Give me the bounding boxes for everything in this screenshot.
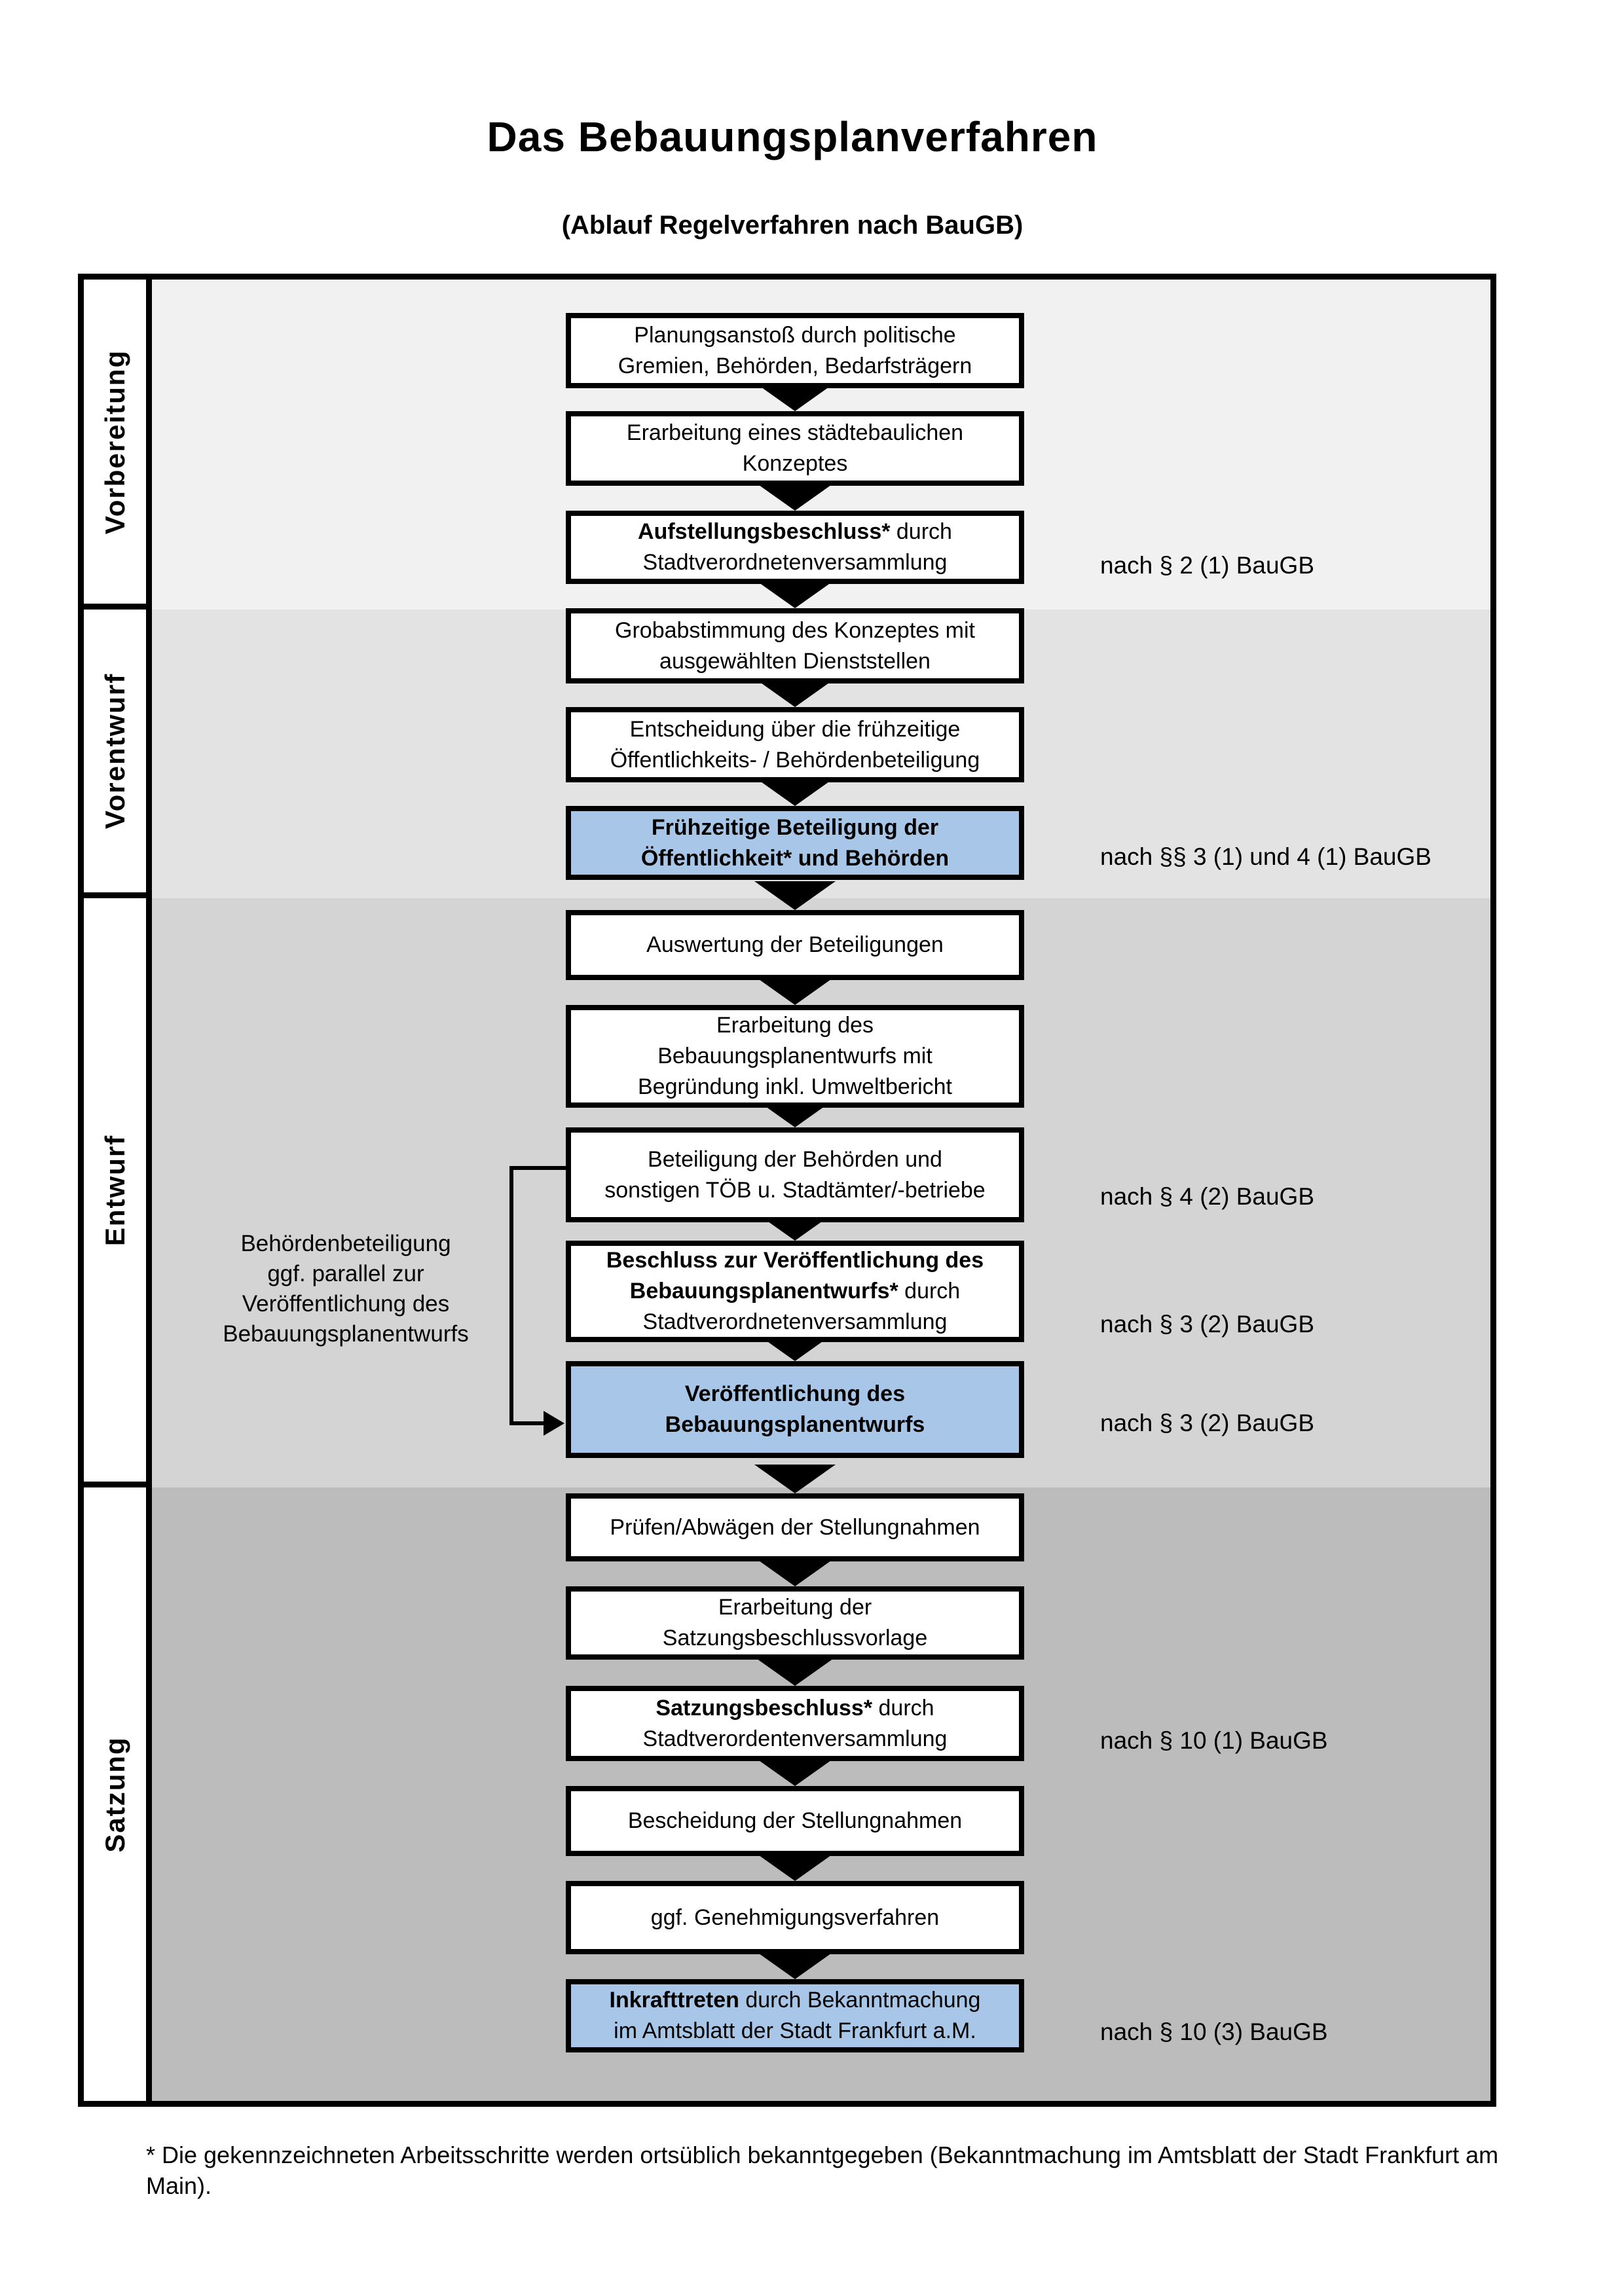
flowchart-frame: Vorbereitung Vorentwurf Entwurf Satzung … bbox=[78, 274, 1496, 2107]
flow-arrow-down-icon bbox=[754, 482, 836, 511]
annotation-paragraph-10-3: nach § 10 (3) BauGB bbox=[1100, 2018, 1328, 2045]
step-box-inkrafttreten: Inkrafttreten durch Bekanntmachung im Am… bbox=[566, 1979, 1024, 2052]
step-box-satzungsbeschluss: Satzungsbeschluss* durch Stadtverordente… bbox=[566, 1686, 1024, 1761]
connector-line-bottom bbox=[509, 1421, 546, 1425]
side-note-line: ggf. parallel zur bbox=[267, 1261, 424, 1286]
step-text: Grobabstimmung des Konzeptes mit bbox=[615, 617, 975, 643]
flow-arrow-down-icon bbox=[754, 881, 836, 910]
step-text: Beteiligung der Behörden und bbox=[648, 1146, 942, 1172]
phase-label-vorentwurf: Vorentwurf bbox=[99, 672, 130, 829]
page-subtitle: (Ablauf Regelverfahren nach BauGB) bbox=[561, 211, 1024, 240]
annotation-paragraph-2-1: nach § 2 (1) BauGB bbox=[1100, 552, 1315, 579]
annotation-paragraph-10-1: nach § 10 (1) BauGB bbox=[1100, 1727, 1328, 1754]
step-text: Stadtverordnetenversammlung bbox=[642, 1309, 948, 1334]
step-box-aufstellungsbeschluss: Aufstellungsbeschluss* durch Stadtverord… bbox=[566, 511, 1024, 584]
step-text: Bebauungsplanentwurfs mit bbox=[657, 1044, 932, 1068]
phase-label-column: Vorbereitung Vorentwurf Entwurf Satzung bbox=[84, 280, 152, 2101]
flow-arrow-down-icon bbox=[754, 579, 836, 608]
step-text: Erarbeitung der bbox=[718, 1595, 872, 1620]
side-note-line: Bebauungsplanentwurfs bbox=[223, 1321, 469, 1347]
phase-label-cell-satzung: Satzung bbox=[84, 1487, 146, 2101]
step-box-satzungsbeschlussvorlage: Erarbeitung der Satzungsbeschlussvorlage bbox=[566, 1586, 1024, 1660]
step-box-entscheidung-beteiligung: Entscheidung über die frühzeitige Öffent… bbox=[566, 707, 1024, 782]
step-text: im Amtsblatt der Stadt Frankfurt a.M. bbox=[614, 2018, 976, 2043]
step-text-bold: Aufstellungsbeschluss* bbox=[638, 519, 891, 544]
footnote: * Die gekennzeichneten Arbeitsschritte w… bbox=[146, 2141, 1499, 2199]
step-text: durch bbox=[872, 1695, 934, 1721]
step-text-bold: Inkrafttreten bbox=[609, 1988, 739, 2013]
connector-arrowhead-icon bbox=[544, 1411, 564, 1436]
step-text: Stadtverordnetenversammlung bbox=[642, 550, 948, 575]
step-text: Erarbeitung eines städtebaulichen bbox=[626, 420, 964, 445]
phase-label-cell-vorentwurf: Vorentwurf bbox=[84, 610, 146, 898]
phase-label-satzung: Satzung bbox=[99, 1736, 130, 1853]
step-text: ausgewählten Dienststellen bbox=[659, 648, 931, 674]
phase-label-entwurf: Entwurf bbox=[99, 1134, 130, 1246]
step-box-pruefen-abwaegen: Prüfen/Abwägen der Stellungnahmen bbox=[566, 1493, 1024, 1561]
step-text: Entscheidung über die frühzeitige bbox=[629, 716, 961, 742]
flow-arrow-down-icon bbox=[754, 1465, 836, 1493]
step-text: Planungsanstoß durch politische bbox=[634, 322, 956, 348]
annotation-paragraph-3-4-1: nach §§ 3 (1) und 4 (1) BauGB bbox=[1100, 843, 1431, 870]
step-box-auswertung: Auswertung der Beteiligungen bbox=[566, 910, 1024, 980]
phase-label-vorbereitung: Vorbereitung bbox=[99, 349, 130, 534]
step-text: Konzeptes bbox=[742, 451, 848, 476]
step-text-bold: Bebauungsplanentwurfs bbox=[665, 1412, 925, 1437]
phase-label-cell-entwurf: Entwurf bbox=[84, 898, 146, 1487]
step-text: Erarbeitung des bbox=[716, 1013, 874, 1038]
step-text: sonstigen TÖB u. Stadtämter/-betriebe bbox=[604, 1177, 986, 1203]
step-box-grobabstimmung: Grobabstimmung des Konzeptes mit ausgewä… bbox=[566, 608, 1024, 683]
step-box-veroeffentlichung-entwurf: Veröffentlichung des Bebauungsplanentwur… bbox=[566, 1361, 1024, 1458]
annotation-paragraph-3-2-b: nach § 3 (2) BauGB bbox=[1100, 1410, 1315, 1436]
flow-arrow-down-icon bbox=[754, 1657, 836, 1686]
step-text-bold: Satzungsbeschluss* bbox=[655, 1695, 873, 1721]
step-box-genehmigungsverfahren: ggf. Genehmigungsverfahren bbox=[566, 1881, 1024, 1954]
connector-line-vertical bbox=[509, 1166, 513, 1425]
flow-arrow-down-icon bbox=[754, 1950, 836, 1979]
step-text-bold: Veröffentlichung des bbox=[684, 1381, 906, 1406]
flow-arrow-down-icon bbox=[754, 1558, 836, 1586]
annotation-paragraph-4-2: nach § 4 (2) BauGB bbox=[1100, 1183, 1315, 1210]
step-text: ggf. Genehmigungsverfahren bbox=[650, 1904, 940, 1930]
annotation-paragraph-3-2-a: nach § 3 (2) BauGB bbox=[1100, 1311, 1315, 1338]
side-note-line: Behördenbeteiligung bbox=[240, 1231, 451, 1256]
flow-arrow-down-icon bbox=[754, 976, 836, 1005]
step-text: durch Bekanntmachung bbox=[739, 1988, 981, 2013]
step-box-behoerdenbeteiligung: Beteiligung der Behörden und sonstigen T… bbox=[566, 1127, 1024, 1222]
step-box-planungsanstoss: Planungsanstoß durch politische Gremien,… bbox=[566, 313, 1024, 388]
step-text: Öffentlichkeits- / Behördenbeteiligung bbox=[610, 747, 980, 773]
step-text-bold: Beschluss zur Veröffentlichung des bbox=[606, 1248, 984, 1273]
step-text: Bescheidung der Stellungnahmen bbox=[627, 1808, 963, 1833]
phase-label-cell-vorbereitung: Vorbereitung bbox=[84, 280, 146, 610]
flow-arrow-down-icon bbox=[754, 1852, 836, 1881]
step-box-fruehzeitige-beteiligung: Frühzeitige Beteiligung der Öffentlichke… bbox=[566, 806, 1024, 880]
step-text: durch bbox=[898, 1279, 961, 1303]
flow-arrow-down-icon bbox=[754, 1757, 836, 1786]
step-box-staedtebauliches-konzept: Erarbeitung eines städtebaulichen Konzep… bbox=[566, 411, 1024, 486]
step-text: Stadtverordentenversammlung bbox=[642, 1726, 948, 1751]
step-text-bold: Frühzeitige Beteiligung der bbox=[651, 814, 939, 840]
step-text-bold: Öffentlichkeit* und Behörden bbox=[640, 845, 950, 871]
step-text: Auswertung der Beteiligungen bbox=[646, 932, 944, 957]
page-title: Das Bebauungsplanverfahren bbox=[487, 113, 1098, 160]
step-text: Prüfen/Abwägen der Stellungnahmen bbox=[610, 1514, 980, 1540]
step-box-erarbeitung-entwurf: Erarbeitung des Bebauungsplanentwurfs mi… bbox=[566, 1005, 1024, 1108]
side-note-behoerdenbeteiligung: Behördenbeteiligung ggf. parallel zur Ve… bbox=[189, 1229, 503, 1349]
step-box-bescheidung: Bescheidung der Stellungnahmen bbox=[566, 1786, 1024, 1856]
step-text: Begründung inkl. Umweltbericht bbox=[637, 1074, 953, 1099]
step-box-beschluss-veroeffentlichung: Beschluss zur Veröffentlichung des Bebau… bbox=[566, 1241, 1024, 1342]
step-text: Satzungsbeschlussvorlage bbox=[662, 1626, 928, 1650]
step-text-bold: Bebauungsplanentwurfs* bbox=[629, 1279, 898, 1303]
side-note-line: Veröffentlichung des bbox=[242, 1291, 450, 1317]
step-text: Gremien, Behörden, Bedarfsträgern bbox=[618, 353, 972, 378]
connector-line-top bbox=[509, 1166, 566, 1170]
step-text: durch bbox=[890, 519, 952, 544]
